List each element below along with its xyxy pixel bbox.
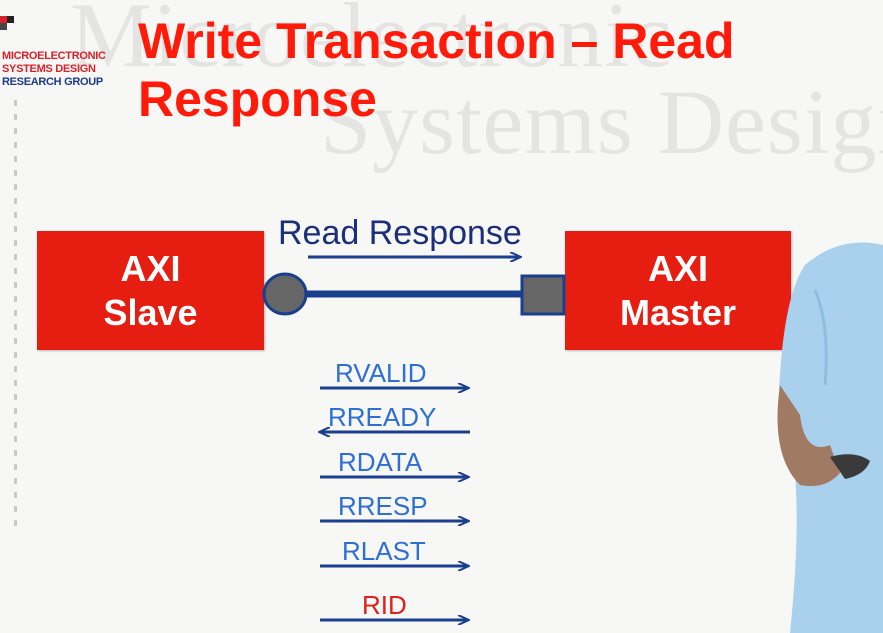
logo-line2: SYSTEMS DESIGN (2, 63, 96, 75)
logo-text: MICROELECTRONIC SYSTEMS DESIGN RESEARCH … (2, 50, 106, 89)
master-line1: AXI (647, 247, 708, 289)
watermark-line2: Systems Design (320, 71, 883, 174)
watermark-line1: Microelectronic (70, 0, 673, 86)
master-line2: Master (619, 291, 737, 333)
logo-line3: RESEARCH GROUP (2, 76, 103, 88)
signal-label-rvalid: RVALID (335, 358, 427, 388)
axi-master-block: AXI Master (565, 231, 791, 350)
master-port-square (520, 274, 566, 316)
signal-label-rid: RID (362, 590, 407, 620)
signal-label-rlast: RLAST (342, 536, 426, 566)
slave-port-circle (262, 272, 308, 316)
watermark-text: Microelectronic Systems Design (70, 0, 883, 174)
axi-slave-block: AXI Slave (37, 231, 264, 350)
slave-line1: AXI (120, 247, 181, 289)
logo-mark-icon (0, 16, 14, 30)
read-response-label: Read Response (278, 214, 522, 252)
logo-line1: MICROELECTRONIC (2, 50, 106, 62)
presenter-image (777, 242, 883, 633)
slave-line2: Slave (103, 291, 198, 333)
signal-label-rdata: RDATA (338, 447, 423, 477)
signal-label-rready: RREADY (328, 402, 437, 432)
signal-label-rresp: RRESP (338, 491, 428, 521)
slide-title: Write Transaction – Read Response (138, 13, 735, 127)
left-decorative-rule (14, 100, 17, 530)
